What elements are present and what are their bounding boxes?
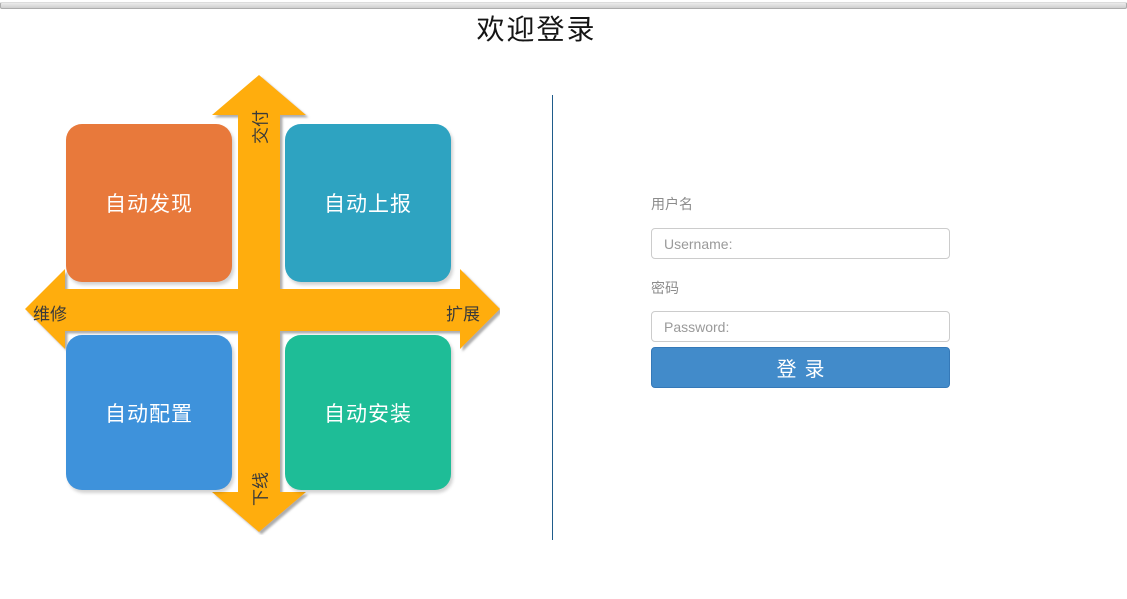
axis-label-offline: 下线: [251, 472, 271, 506]
axis-label-expand: 扩展: [446, 305, 480, 324]
horizontal-double-arrow: [25, 269, 500, 349]
vertical-divider: [552, 95, 553, 540]
login-button[interactable]: 登录: [651, 347, 950, 388]
quadrant-label: 自动上报: [324, 193, 412, 216]
password-label: 密码: [651, 280, 679, 296]
axis-label-repair: 维修: [33, 305, 67, 324]
username-label: 用户名: [651, 196, 693, 212]
quadrant-auto-discovery: 自动发现: [66, 124, 232, 282]
quadrant-auto-config: 自动配置: [66, 335, 232, 490]
axis-label-deliver: 交付: [251, 110, 271, 144]
quadrant-label: 自动配置: [105, 402, 193, 426]
quadrant-label: 自动发现: [105, 193, 193, 216]
password-input[interactable]: [651, 311, 950, 342]
page-title: 欢迎登录: [476, 15, 597, 46]
quadrant-label: 自动安装: [324, 402, 412, 426]
quadrant-auto-install: 自动安装: [285, 335, 451, 490]
lifecycle-diagram: 自动发现 自动上报 自动配置 自动安装 交付 下线 维修 扩展: [25, 75, 500, 535]
username-input[interactable]: [651, 228, 950, 259]
quadrant-auto-report: 自动上报: [285, 124, 451, 282]
cross-arrows-graphic: [25, 75, 500, 532]
